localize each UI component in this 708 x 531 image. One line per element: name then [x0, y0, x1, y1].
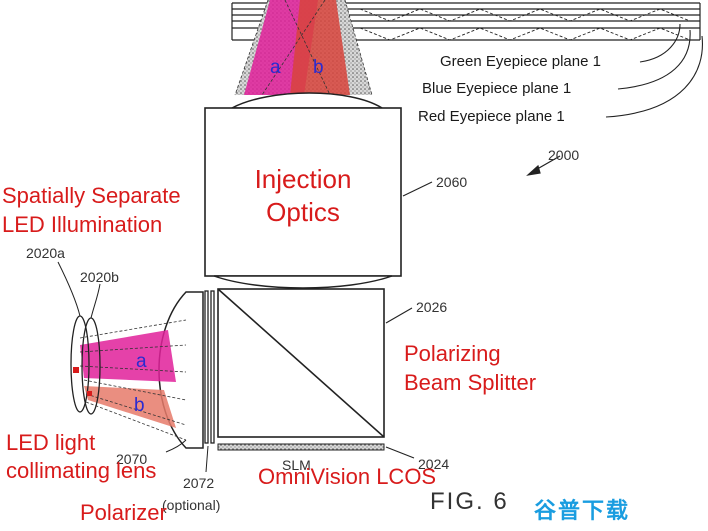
spatial-illumination-line2: LED Illumination [2, 212, 163, 237]
polarizer-label: Polarizer [80, 500, 167, 525]
collimating-lens-line2: collimating lens [6, 458, 157, 483]
green-eyepiece-label: Green Eyepiece plane 1 [440, 53, 601, 70]
led-red-marker-b [87, 391, 92, 396]
optional-note: (optional) [162, 497, 221, 513]
beam-splitter-cube [217, 288, 385, 438]
ref-2000-arrow [526, 155, 561, 176]
red-eyepiece-label: Red Eyepiece plane 1 [418, 108, 565, 125]
led-red-marker [73, 367, 79, 373]
watermark-text: 谷普下载 [534, 499, 631, 524]
output-lens [231, 92, 385, 109]
output-beams [234, 0, 373, 96]
ref-2020b: 2020b [80, 269, 119, 285]
led-leaders [57, 261, 101, 319]
ref-2060: 2060 [436, 174, 468, 190]
ref-2000: 2000 [548, 147, 580, 163]
injection-optics-line2: Optics [266, 197, 340, 227]
ref-2020a: 2020a [26, 245, 65, 261]
injection-optics-line1: Injection [254, 164, 352, 194]
beam-b-label-top: b [313, 57, 324, 78]
watermark: 谷普下载 [530, 488, 660, 524]
injection-optics-box [204, 107, 402, 277]
lcos-slm-strip [217, 443, 385, 451]
lcos-label: OmniVision LCOS [258, 464, 437, 489]
ref-2026: 2026 [416, 299, 448, 315]
slm-label: SLM [282, 457, 311, 473]
beam-a-label-top: a [270, 57, 281, 78]
beam-a-label-led: a [136, 351, 147, 372]
polarizer-plates [204, 290, 215, 444]
injection-lower-lens [213, 275, 393, 289]
blue-eyepiece-label: Blue Eyepiece plane 1 [422, 80, 572, 97]
figure-number: FIG. 6 [430, 488, 509, 515]
beam-splitter-line1: Polarizing [404, 341, 501, 366]
beam-b-label-led: b [134, 395, 145, 416]
eyepiece-leaders [605, 23, 703, 118]
ref-2072: 2072 [183, 475, 215, 491]
ref-2070: 2070 [116, 451, 148, 467]
led-beams [79, 319, 187, 441]
spatial-illumination-line1: Spatially Separate [2, 183, 181, 208]
leader-2070 [165, 439, 187, 453]
collimating-lens-line1: LED light [6, 430, 96, 455]
leader-2072 [205, 445, 209, 473]
ref-2024: 2024 [418, 456, 450, 472]
beam-splitter-line2: Beam Splitter [404, 370, 537, 395]
